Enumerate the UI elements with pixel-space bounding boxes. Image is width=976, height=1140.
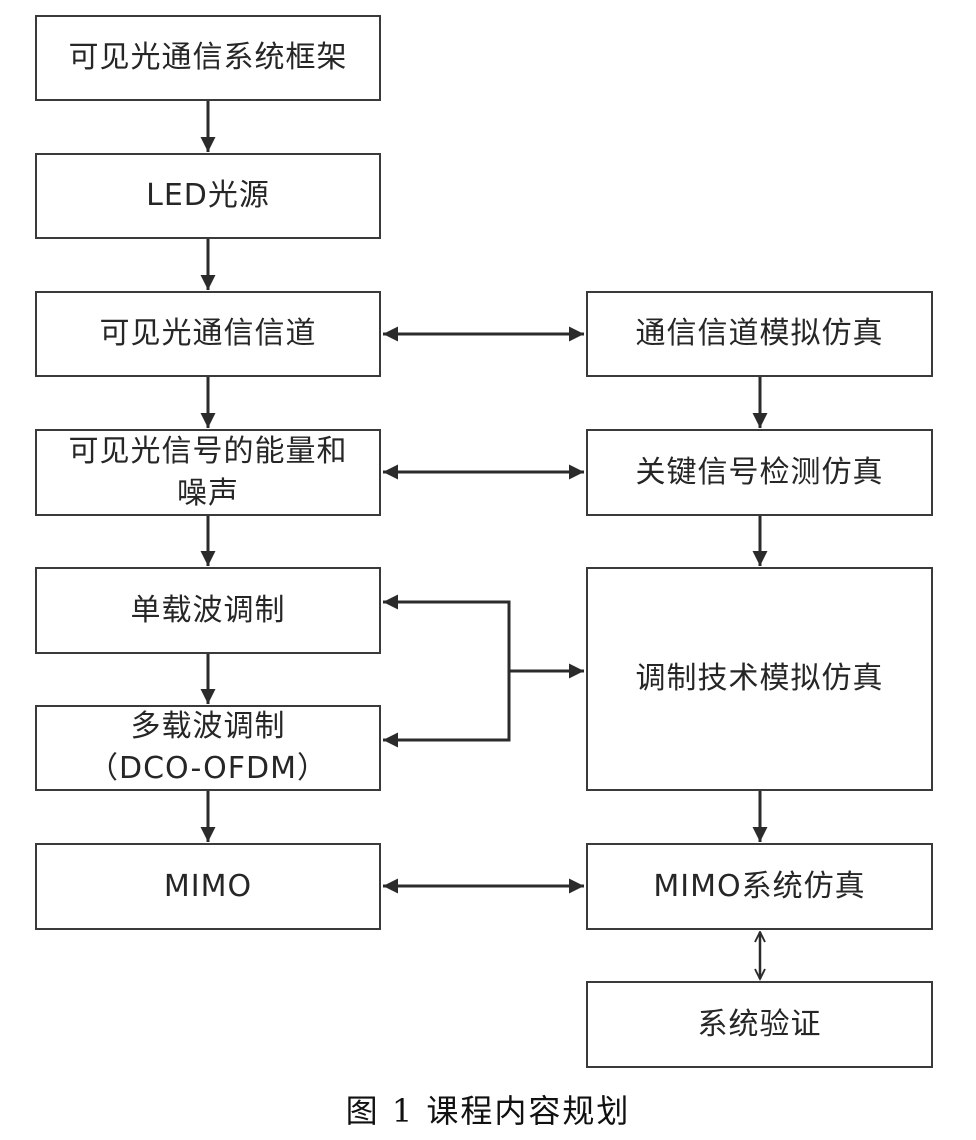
connector-layer [200, 101, 768, 1080]
box-multi-carrier: 多载波调制 （DCO-OFDM） [35, 705, 381, 791]
box-label: MIMO [163, 868, 253, 904]
box-channel-simulation: 通信信道模拟仿真 [586, 291, 933, 377]
box-mimo-simulation: MIMO系统仿真 [586, 843, 933, 930]
branch-to-multi-carrier [383, 671, 511, 748]
box-system-verification: 系统验证 [586, 981, 933, 1068]
box-mimo: MIMO [35, 843, 381, 930]
figure-caption: 图 1 课程内容规划 [345, 1092, 631, 1130]
box-label: 单载波调制 [130, 592, 286, 628]
box-signal-detection-simulation: 关键信号检测仿真 [586, 429, 933, 516]
box-label: 通信信道模拟仿真 [635, 316, 884, 351]
box-label: 系统验证 [697, 1006, 822, 1042]
box-single-carrier: 单载波调制 [35, 567, 381, 654]
box-label: 可见光通信系统框架 [68, 40, 348, 75]
course-content-flowchart: 可见光通信系统框架 LED光源 可见光通信信道 可见光信号的能量和 噪声 单载波… [35, 15, 933, 1080]
box-framework: 可见光通信系统框架 [35, 15, 381, 101]
box-label: 调制技术模拟仿真 [635, 661, 884, 696]
branch-to-single-carrier [383, 594, 511, 671]
box-label: MIMO系统仿真 [653, 868, 866, 904]
box-vlc-channel: 可见光通信信道 [35, 291, 381, 377]
box-led-source: LED光源 [35, 153, 381, 239]
box-label: 可见光通信信道 [99, 316, 317, 351]
box-label: 多载波调制 （DCO-OFDM） [87, 709, 328, 786]
box-label: LED光源 [146, 178, 270, 213]
box-modulation-simulation: 调制技术模拟仿真 [586, 567, 933, 791]
box-energy-noise: 可见光信号的能量和 噪声 [35, 429, 381, 516]
box-label: 可见光信号的能量和 噪声 [68, 433, 348, 511]
box-label: 关键信号检测仿真 [635, 454, 884, 490]
